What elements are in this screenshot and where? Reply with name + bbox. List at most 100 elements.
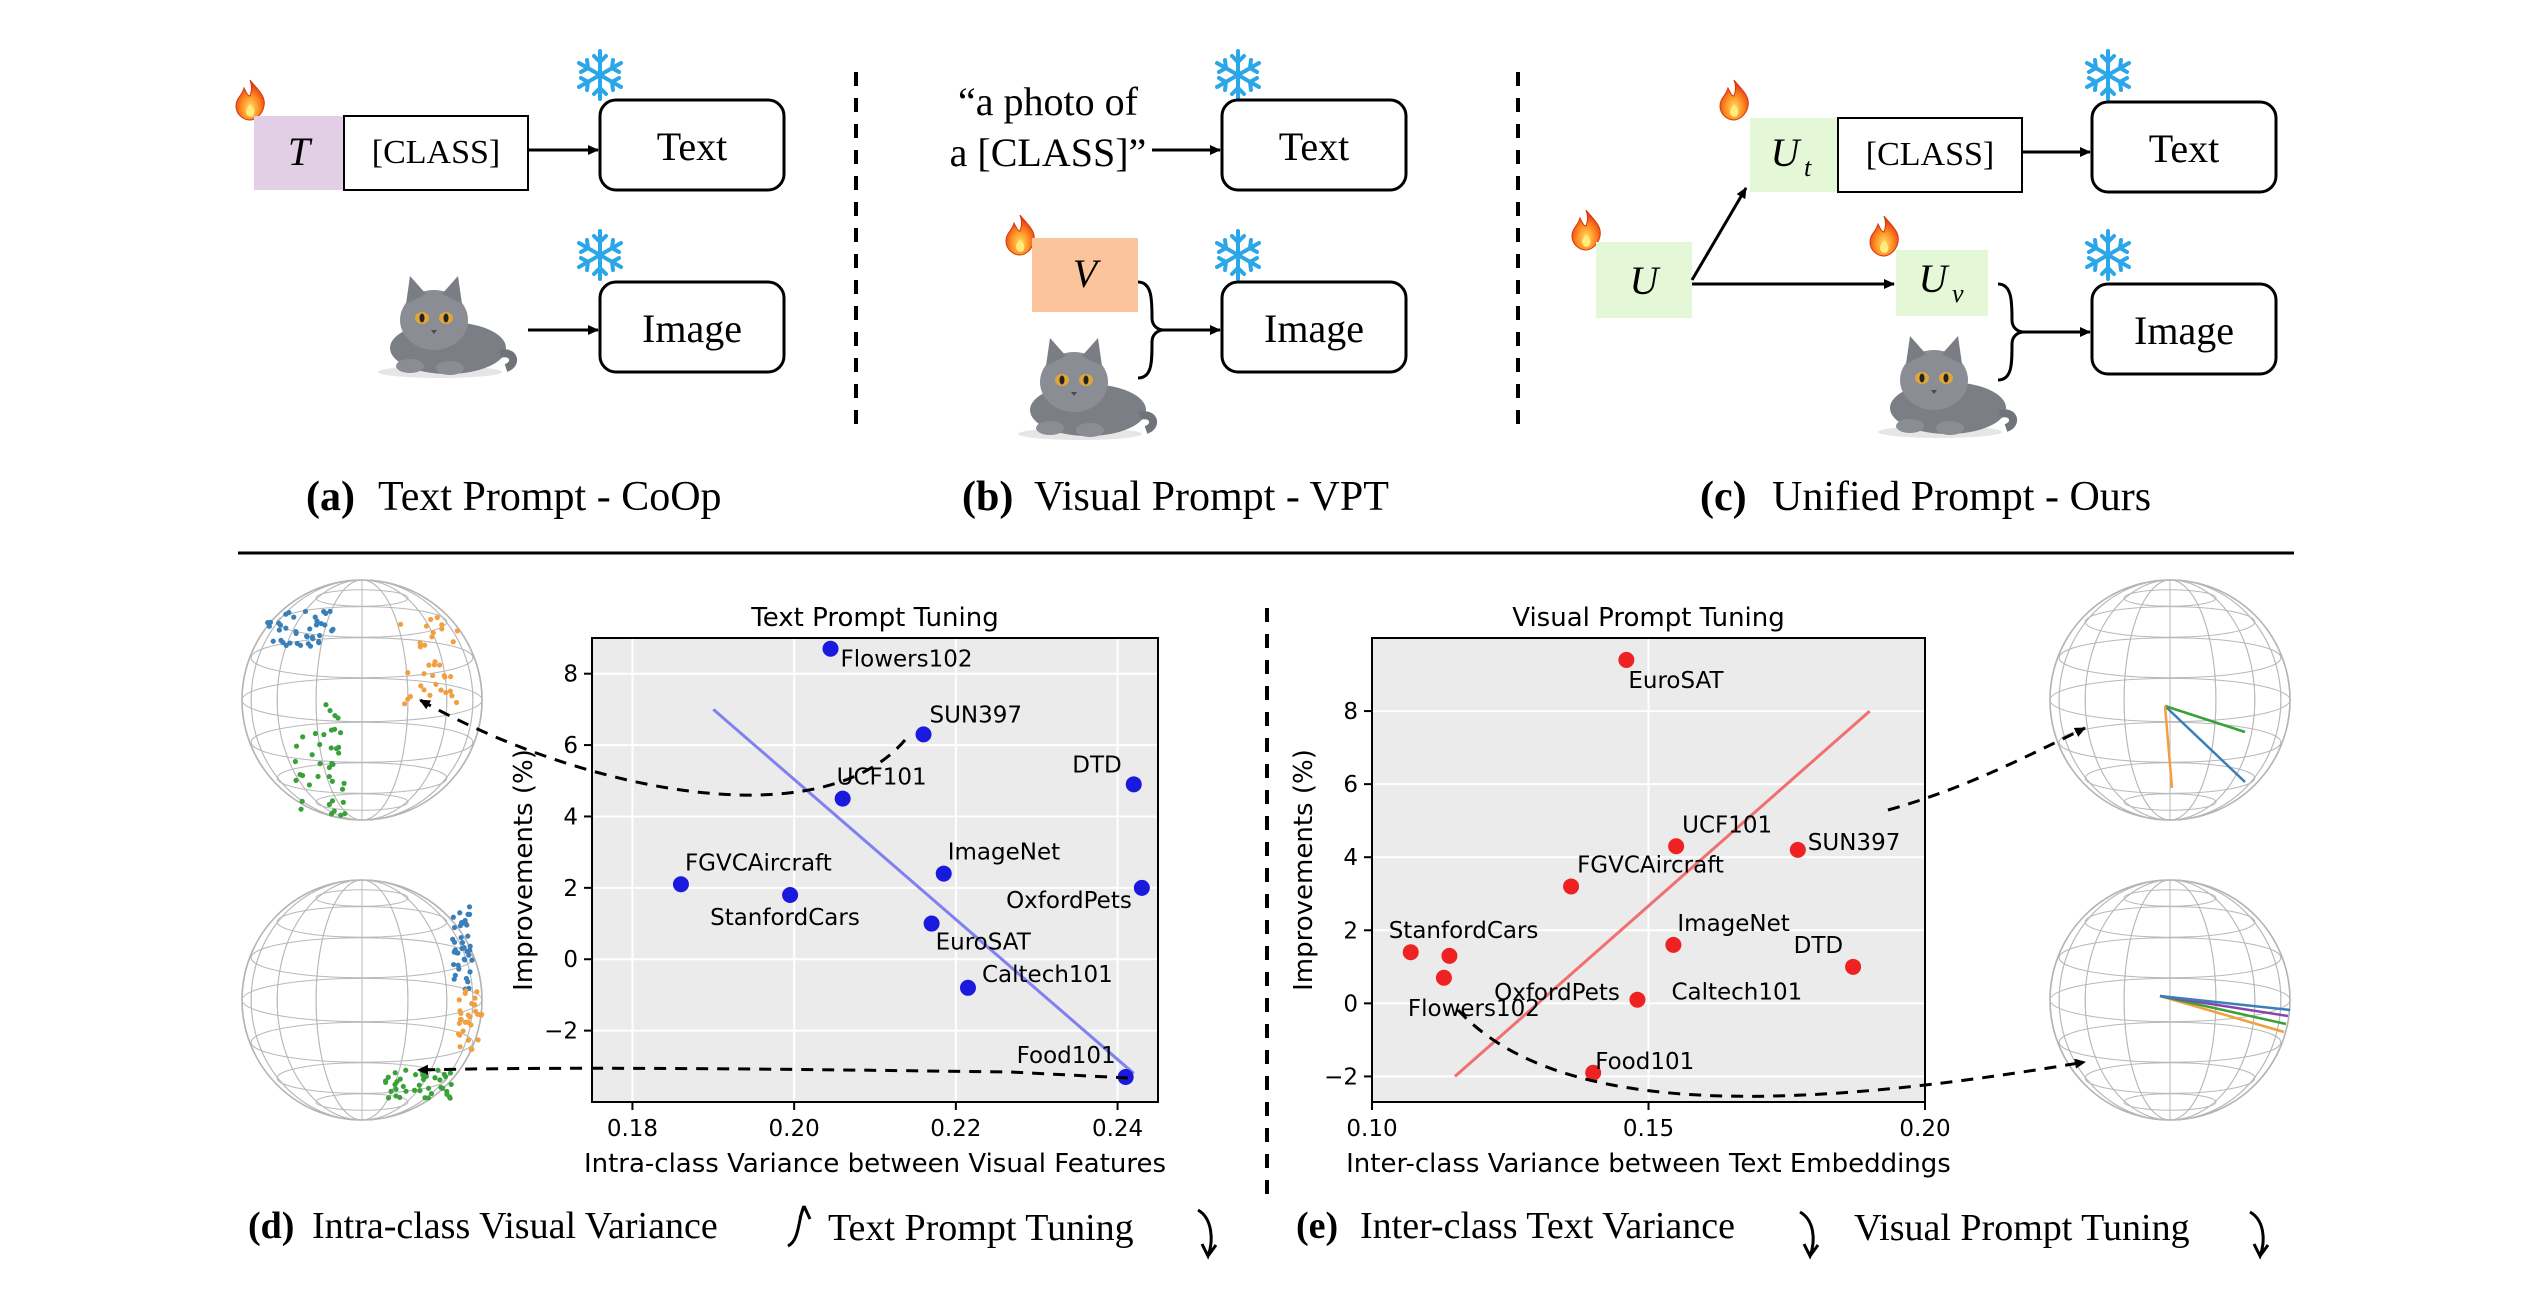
data-point: [834, 790, 851, 807]
feature-dot: [458, 934, 464, 941]
panel-a-caption: Text Prompt - CoOp: [378, 474, 722, 520]
snowflake-icon: [577, 229, 623, 281]
data-label: EuroSAT: [936, 930, 1032, 956]
text-encoder-label: Text: [657, 124, 728, 169]
image-encoder-label: Image: [1264, 306, 1364, 351]
feature-dot: [340, 799, 346, 805]
class-box: [343, 115, 529, 191]
feature-dot: [469, 1000, 475, 1007]
feature-dot: [417, 1088, 423, 1094]
x-tick-label: 0.10: [1346, 1116, 1397, 1142]
template-line-2: a [CLASS]”: [950, 130, 1147, 175]
data-point: [915, 726, 932, 743]
plot-area: [592, 638, 1158, 1102]
feature-dot: [309, 634, 316, 640]
feature-dot: [302, 608, 309, 615]
chart-title: Visual Prompt Tuning: [1512, 603, 1785, 633]
class-box-label: [CLASS]: [372, 134, 500, 171]
feature-dot: [468, 1022, 474, 1028]
feature-dot: [328, 811, 335, 817]
data-label: Flowers102: [1408, 996, 1540, 1022]
sphere-parallel: [315, 793, 409, 811]
data-point: [782, 886, 799, 903]
x-tick-label: 0.24: [1092, 1116, 1143, 1142]
feature-dot: [443, 689, 449, 696]
y-axis-label: Improvements (%): [509, 749, 539, 991]
feature-dot: [416, 1082, 422, 1088]
feature-dot: [293, 777, 299, 783]
sphere-meridian: [250, 879, 474, 1121]
feature-dot: [304, 634, 310, 640]
y-tick-label: 6: [1343, 772, 1358, 798]
sphere-meridian: [2058, 879, 2282, 1121]
feature-dot: [321, 732, 327, 738]
sphere-parallel: [2058, 1021, 2282, 1063]
feature-dot: [433, 681, 439, 687]
feature-dot: [383, 1079, 389, 1085]
embedding-vector: [2159, 994, 2291, 1012]
arrow: [1690, 187, 1748, 281]
feature-dot: [423, 623, 430, 629]
sphere-parallel: [250, 1021, 474, 1063]
class-box: [1837, 117, 2023, 193]
y-tick-label: 0: [563, 947, 578, 973]
feature-dot: [439, 626, 445, 632]
feature-dot: [332, 712, 338, 719]
feature-dot: [312, 730, 319, 737]
template-line-1: “a photo of: [958, 79, 1139, 124]
feature-dot: [437, 662, 443, 668]
feature-dot: [451, 949, 457, 955]
sphere-parallel: [2058, 937, 2282, 979]
x-tick-label: 0.15: [1623, 1116, 1674, 1142]
y-tick-label: −2: [1324, 1064, 1358, 1090]
data-point: [959, 979, 976, 996]
feature-dot: [435, 1067, 441, 1073]
data-label: DTD: [1072, 752, 1121, 778]
y-tick-label: 2: [1343, 918, 1358, 944]
sphere: [2049, 879, 2291, 1121]
feature-dot: [425, 1095, 432, 1101]
fire-icon: [235, 79, 265, 121]
feature-dot: [405, 670, 411, 676]
down-arrow-icon: [1799, 1210, 1820, 1260]
feature-dot: [447, 1095, 453, 1101]
data-label: Flowers102: [841, 647, 973, 673]
data-label: StanfordCars: [710, 905, 860, 931]
panel-a-letter: (a): [306, 474, 355, 520]
embedding-vector: [2163, 705, 2174, 789]
down-arrow-icon: [2249, 1210, 2270, 1260]
feature-dot: [448, 673, 454, 680]
data-label: Food101: [1017, 1043, 1116, 1069]
token-u-label: U: [1630, 258, 1662, 303]
feature-dot: [341, 780, 347, 786]
feature-dot: [431, 662, 437, 668]
data-point: [822, 640, 839, 657]
data-label: ImageNet: [1677, 911, 1789, 937]
y-tick-label: 2: [563, 876, 578, 902]
feature-dot: [283, 642, 289, 649]
data-label: Food101: [1595, 1049, 1694, 1075]
feature-dot: [442, 674, 448, 680]
feature-dot: [466, 904, 473, 910]
feature-dot: [444, 1091, 450, 1097]
feature-dot: [322, 622, 328, 628]
x-tick-label: 0.20: [1899, 1116, 1950, 1142]
embedding-vector: [2159, 994, 2285, 1034]
feature-dot: [472, 995, 478, 1001]
sphere: [241, 879, 485, 1121]
feature-dot: [323, 610, 329, 616]
feature-dot: [312, 614, 318, 620]
chart-title: Text Prompt Tuning: [750, 603, 998, 633]
feature-dot: [418, 683, 424, 689]
feature-dot: [451, 924, 458, 931]
sphere-meridian: [250, 579, 474, 821]
feature-dot: [292, 758, 298, 765]
feature-dot: [456, 997, 462, 1003]
token-ut-subscript: t: [1804, 153, 1812, 182]
embedding-vector: [2164, 704, 2246, 734]
feature-dot: [457, 1016, 464, 1023]
feature-dot: [326, 801, 332, 808]
feature-dot: [467, 943, 473, 949]
up-arrow-icon: [787, 1205, 812, 1248]
